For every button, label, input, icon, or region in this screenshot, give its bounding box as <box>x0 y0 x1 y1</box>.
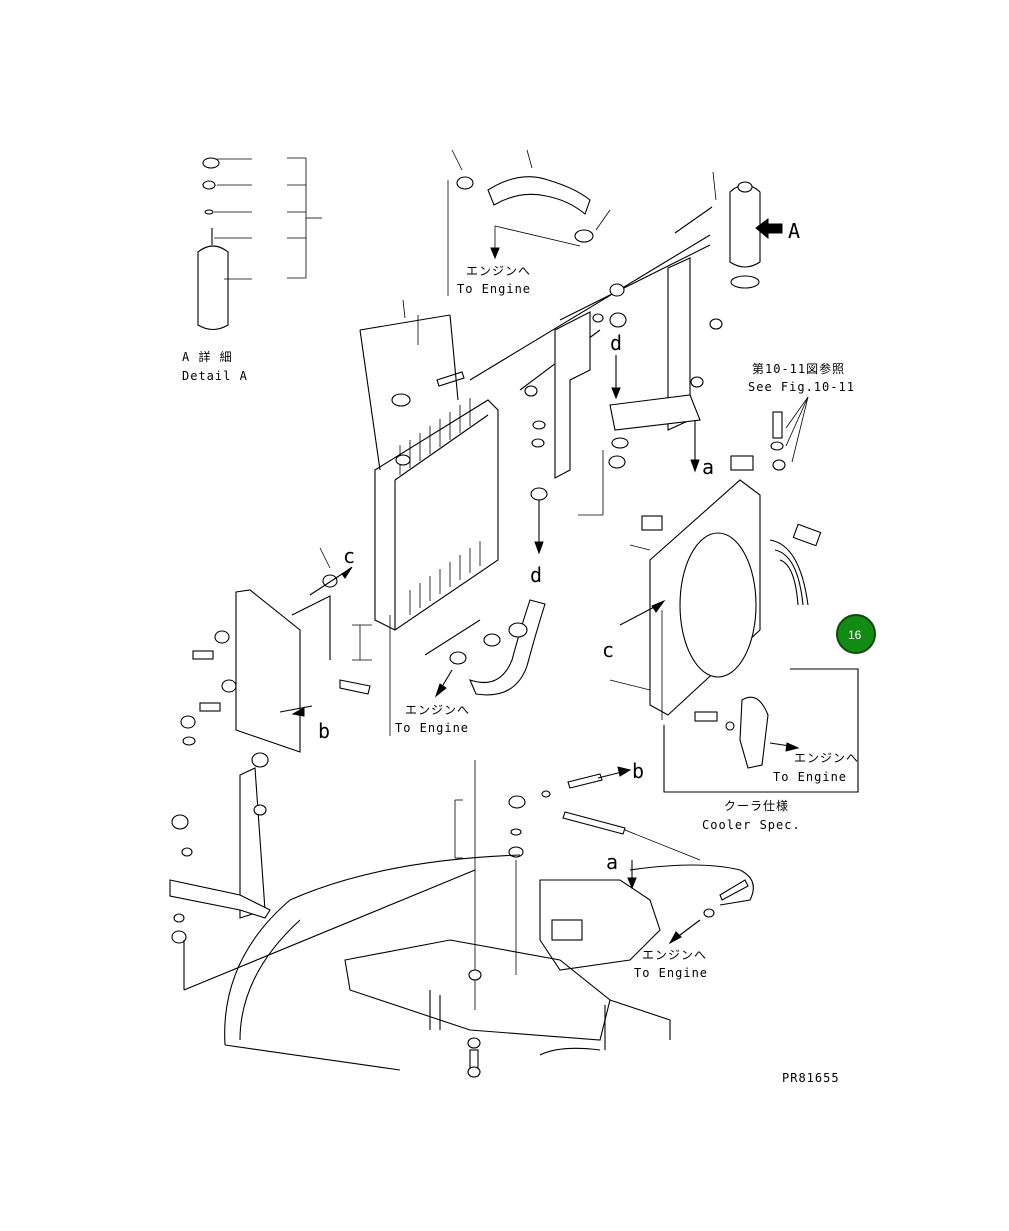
to-engine-cooler-ja: エンジンへ <box>794 751 859 765</box>
to-engine-3-ja: エンジンへ <box>642 948 707 962</box>
left-bracket-group <box>180 547 391 753</box>
upper-hose-group <box>447 149 611 296</box>
see-fig-en: See Fig.10-11 <box>748 380 855 394</box>
ref-letter-d-top: d <box>610 331 622 355</box>
detail-a-group <box>197 157 322 331</box>
ref-letter-c-right: c <box>602 638 614 662</box>
ref-letter-a-lower: a <box>606 850 618 874</box>
callout-letter-a: A <box>788 219 800 243</box>
ref-letter-b-lower: b <box>632 759 644 783</box>
reservoir-tank-group <box>674 171 783 289</box>
to-engine-cooler-en: To Engine <box>773 770 847 784</box>
detail-a-label-ja: A 詳 細 <box>182 349 233 364</box>
arrow-a-icon <box>755 218 783 240</box>
fan-shroud-group <box>609 455 822 720</box>
see-fig-ja: 第10-11図参照 <box>752 361 845 376</box>
left-stay-group <box>169 752 476 991</box>
center-lower-group <box>454 760 701 1010</box>
cooler-spec-en: Cooler Spec. <box>702 818 801 832</box>
page-badge-number: 16 <box>848 628 862 642</box>
drawing-number: PR81655 <box>782 1071 840 1085</box>
ref-letter-d-mid: d <box>530 563 542 587</box>
cooler-spec-ja: クーラ仕様 <box>724 799 789 813</box>
to-engine-1-en: To Engine <box>457 282 531 296</box>
detail-a-label-en: Detail A <box>182 369 248 383</box>
lower-hose-group <box>424 599 546 698</box>
cooler-spec-box <box>663 668 859 793</box>
to-engine-2-ja: エンジンへ <box>405 703 470 717</box>
to-engine-1-ja: エンジンへ <box>466 264 531 278</box>
radiator-group <box>359 299 499 631</box>
ref-letter-a-top: a <box>702 455 714 479</box>
to-engine-2-en: To Engine <box>395 721 469 735</box>
center-bracket-group <box>524 257 723 555</box>
ref-letter-c-left: c <box>343 544 355 568</box>
page-badge: 16 <box>836 614 876 654</box>
see-fig-parts-group <box>770 396 809 471</box>
ref-letter-b-left: b <box>318 719 330 743</box>
to-engine-3-en: To Engine <box>634 966 708 980</box>
chassis-group <box>224 854 754 1078</box>
